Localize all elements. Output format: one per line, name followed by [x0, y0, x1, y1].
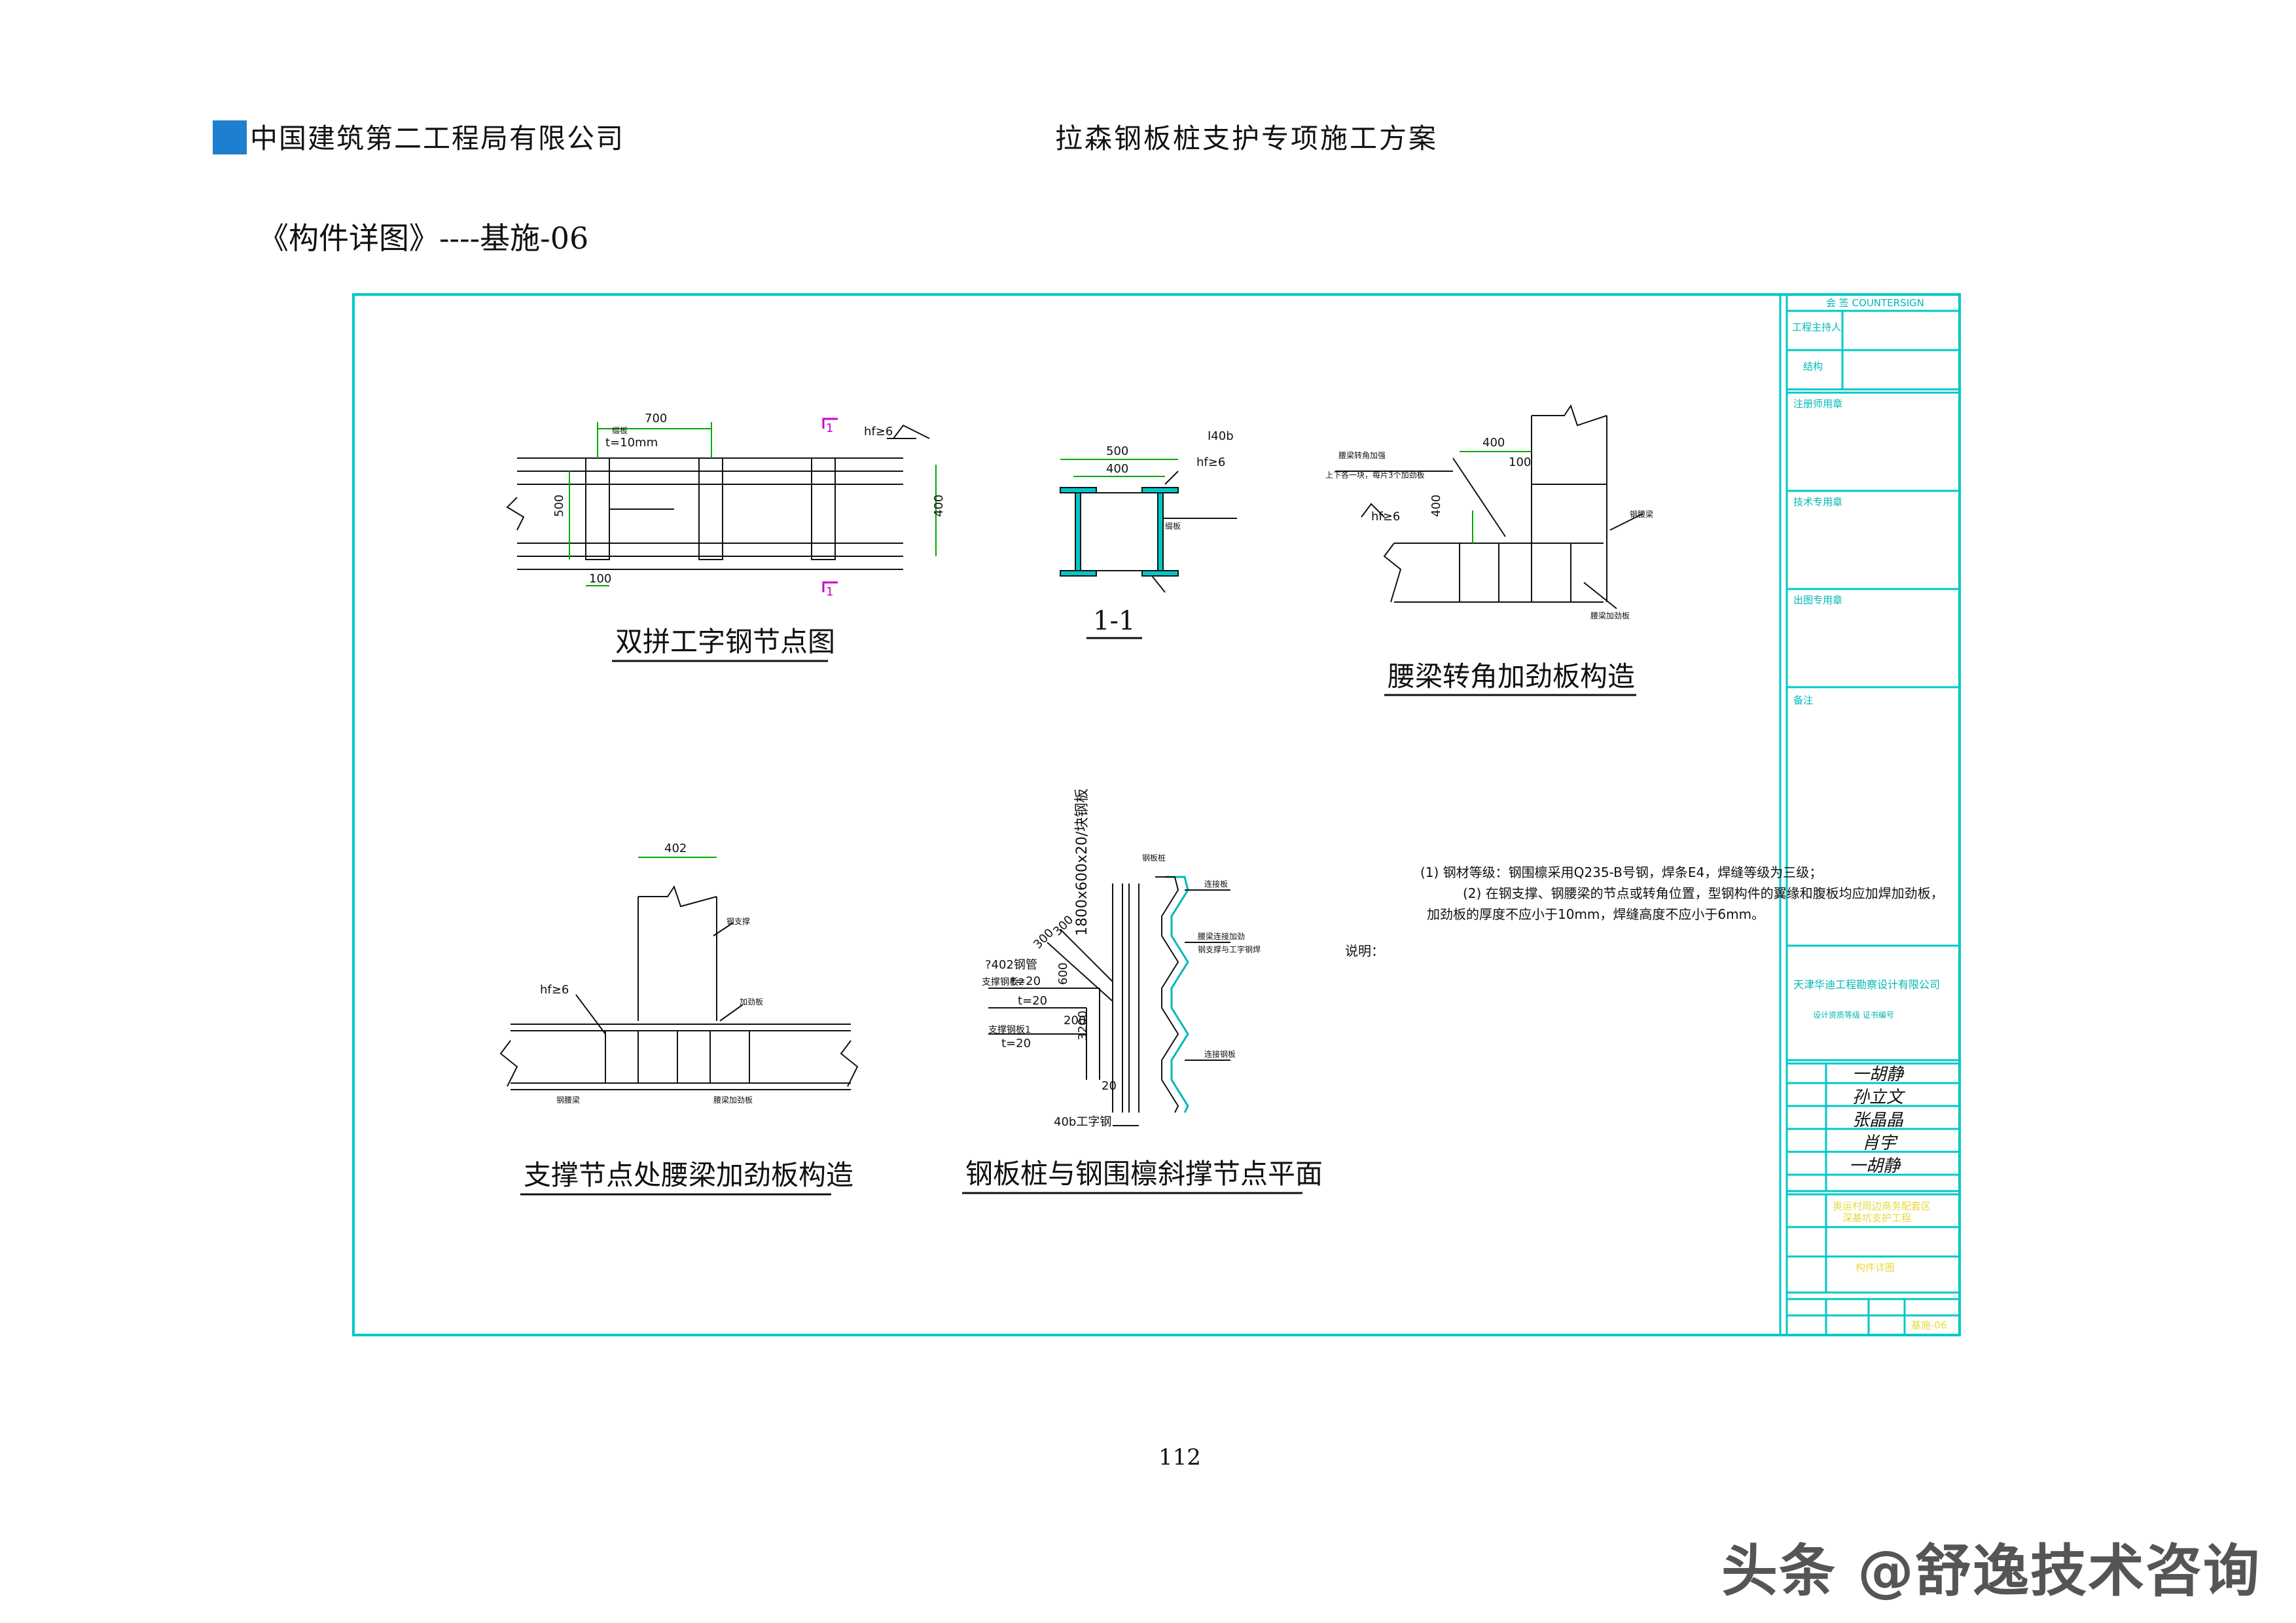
d3-weld: hf≥6: [1371, 510, 1400, 524]
d3-note-top: 腰梁转角加强: [1338, 450, 1386, 460]
d1-section-mark-top: 1: [826, 421, 833, 435]
d1-section-mark-bottom: 1: [826, 585, 833, 599]
tb-row2: 结构: [1803, 361, 1823, 372]
d4-label-waler: 钢腰梁: [556, 1095, 580, 1105]
d5-label-c: 支撑钢板1: [988, 1025, 1031, 1035]
tb-drawing-name: 构件详图: [1856, 1262, 1895, 1274]
d3-label-bottom: 腰梁加劲板: [1590, 611, 1630, 620]
tb-company: 天津华迪工程勘察设计有限公司: [1793, 978, 1940, 991]
company-name: 中国建筑第二工程局有限公司: [250, 122, 625, 154]
d2-profile: I40b: [1208, 429, 1234, 443]
tb-project-1: 奥运村周边商务配套区: [1833, 1200, 1931, 1212]
d3-label-right: 钢腰梁: [1630, 509, 1653, 519]
d2-weld: hf≥6: [1196, 455, 1225, 469]
d5-label-d: 40b工字钢: [1054, 1115, 1111, 1129]
tb-company-sub: 设计资质等级 证书编号: [1813, 1010, 1894, 1020]
d4-label-brace: 钢支撑: [726, 916, 750, 926]
tb-row1: 工程主持人: [1792, 321, 1841, 333]
notes-line3: 加劲板的厚度不应小于10mm，焊缝高度不应小于6mm。: [1427, 906, 1765, 922]
d5-caption: 钢板桩与钢围檩斜撑节点平面: [965, 1158, 1323, 1190]
tb-sheet: 基施-06: [1911, 1319, 1947, 1331]
d1-dim-left: 500: [552, 495, 566, 517]
d4-weld: hf≥6: [540, 983, 569, 997]
d3-dim-small: 100: [1509, 455, 1531, 469]
d4-label-stiff: 腰梁加劲板: [713, 1095, 753, 1105]
document-title: 拉森钢板桩支护专项施工方案: [1055, 122, 1439, 154]
d1-weld: hf≥6: [864, 425, 893, 438]
section-title: 《构件详图》----基施-06: [259, 221, 589, 256]
tb-countersign: 会 签 COUNTERSIGN: [1826, 297, 1924, 309]
drawing-frame: [352, 293, 1961, 1336]
d5-label-i: 连接钢板: [1204, 1049, 1236, 1059]
signature-4: 肖宇: [1862, 1133, 1898, 1153]
d1-small-label: 缀板: [612, 426, 628, 435]
d5-label-b: 支撑钢板2: [982, 977, 1024, 988]
d3-dim-side: 400: [1429, 495, 1443, 517]
page-number: 112: [1158, 1444, 1201, 1471]
notes-line2: (2) 在钢支撑、钢腰梁的节点或转角位置，型钢构件的翼缘和腹板均应加焊加劲板，: [1463, 885, 1944, 901]
d4-dim-top: 402: [664, 842, 687, 855]
d1-dim-right: 400: [932, 495, 946, 517]
d5-t2: t=20: [1018, 994, 1047, 1008]
d5-t3: t=20: [1001, 1037, 1031, 1050]
detail-brace-node: [499, 885, 859, 1090]
tb-remark: 备注: [1793, 694, 1813, 706]
tb-stamp2: 技术专用章: [1793, 496, 1842, 508]
watermark: 头条 @舒逸技术咨询: [1721, 1539, 2261, 1604]
d5-dim-f: 20: [1102, 1079, 1117, 1093]
signature-2: 孙立文: [1852, 1088, 1906, 1107]
d3-dim-top: 400: [1482, 436, 1505, 450]
detail-sheet-pile-plan: [988, 876, 1230, 1126]
d1-dim-bottom: 100: [589, 572, 611, 586]
d5-dim-e: 3200: [1076, 1010, 1090, 1041]
d5-plate-spec: 1800x600x20/块钢板: [1074, 789, 1090, 936]
detail-waler-corner: [1335, 404, 1643, 609]
tb-stamp1: 注册师用章: [1793, 398, 1842, 410]
notes-title: 说明：: [1345, 943, 1384, 959]
detail-double-i-beam: [506, 424, 930, 570]
title-block: [1779, 294, 1960, 1335]
d2-small-label: 缀板: [1165, 522, 1181, 531]
signature-5: 一胡静: [1849, 1156, 1901, 1176]
signature-1: 一胡静: [1852, 1065, 1905, 1084]
company-logo: [213, 120, 247, 154]
d5-label-a: ?402钢管: [985, 958, 1037, 972]
d5-label-e: 钢板桩: [1142, 853, 1166, 863]
d5-label-h: 钢支撑与工字钢焊: [1198, 944, 1261, 954]
tb-stamp3: 出图专用章: [1793, 594, 1842, 606]
d4-label-plate: 加劲板: [740, 997, 763, 1007]
d1-caption: 双拼工字钢节点图: [615, 626, 835, 658]
detail-section-1-1: [1060, 471, 1237, 593]
d2-dim-inner: 400: [1106, 462, 1128, 476]
d3-caption: 腰梁转角加劲板构造: [1388, 660, 1635, 692]
notes-line1: (1) 钢材等级：钢围檩采用Q235-B号钢，焊条E4，焊缝等级为三级；: [1420, 865, 1822, 880]
d1-thickness: t=10mm: [605, 436, 658, 450]
d4-caption: 支撑节点处腰梁加劲板构造: [524, 1159, 853, 1191]
d2-dim-outer: 500: [1106, 444, 1128, 458]
d5-dim-d: 200: [1064, 1014, 1086, 1027]
signature-3: 张晶晶: [1852, 1111, 1904, 1130]
tb-project-2: 深基坑支护工程: [1842, 1212, 1911, 1224]
d3-note-top2: 上下各一块，每片3个加劲板: [1325, 470, 1425, 480]
d2-caption: 1-1: [1093, 606, 1135, 636]
d5-t1: t=20: [1011, 974, 1041, 988]
d5-label-g: 腰梁连接加劲: [1198, 931, 1245, 941]
d1-dim-top: 700: [645, 412, 667, 425]
d5-dim-c: 600: [1056, 963, 1070, 985]
d5-label-f: 连接板: [1204, 879, 1228, 889]
